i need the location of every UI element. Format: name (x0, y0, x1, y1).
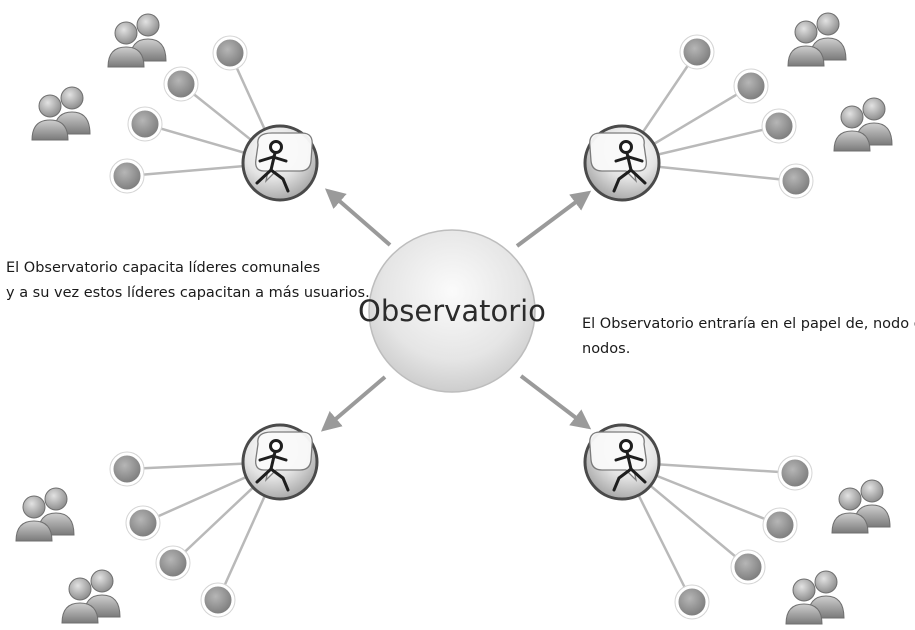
node (156, 546, 190, 580)
node-outlines (109, 34, 814, 620)
node (734, 69, 768, 103)
node (779, 164, 813, 198)
hub-bottom-right (583, 423, 661, 501)
node (762, 109, 796, 143)
note-left: El Observatorio capacita líderes comunal… (6, 256, 370, 306)
hub-top-left (241, 124, 319, 202)
node (110, 159, 144, 193)
users-icon (785, 570, 845, 625)
arrow-to-bottom-right (519, 374, 592, 430)
users-icon (107, 13, 167, 68)
users-icon (831, 479, 891, 534)
node (201, 583, 235, 617)
note-right-line2: nodos. (582, 341, 631, 357)
note-right-line1: El Observatorio entraría en el papel de,… (582, 316, 915, 332)
chat-walker-icon (583, 124, 661, 202)
chat-walker-icon (583, 423, 661, 501)
center-node: Observatorio (358, 229, 546, 393)
arrow-to-top-left (324, 188, 392, 247)
node (680, 35, 714, 69)
node (164, 67, 198, 101)
users-icon (15, 487, 75, 542)
users-icon (31, 86, 91, 141)
hub-top-right (583, 124, 661, 202)
arrow-to-bottom-left (320, 375, 387, 432)
chat-walker-icon (241, 124, 319, 202)
users-icon (61, 569, 121, 624)
note-left-line2: y a su vez estos líderes capacitan a más… (6, 285, 370, 301)
node (213, 36, 247, 70)
nodes (110, 35, 813, 619)
users-icon (787, 12, 847, 67)
node (126, 506, 160, 540)
node (128, 107, 162, 141)
center-arrows (320, 188, 592, 432)
node (763, 508, 797, 542)
note-right: El Observatorio entraría en el papel de,… (582, 312, 915, 362)
hub-bottom-left (241, 423, 319, 501)
arrow-to-top-right (515, 190, 592, 248)
center-label: Observatorio (358, 294, 546, 328)
node (675, 585, 709, 619)
users-icon (833, 97, 893, 152)
node (731, 550, 765, 584)
node (110, 452, 144, 486)
node (778, 456, 812, 490)
note-left-line1: El Observatorio capacita líderes comunal… (6, 260, 321, 276)
chat-walker-icon (241, 423, 319, 501)
